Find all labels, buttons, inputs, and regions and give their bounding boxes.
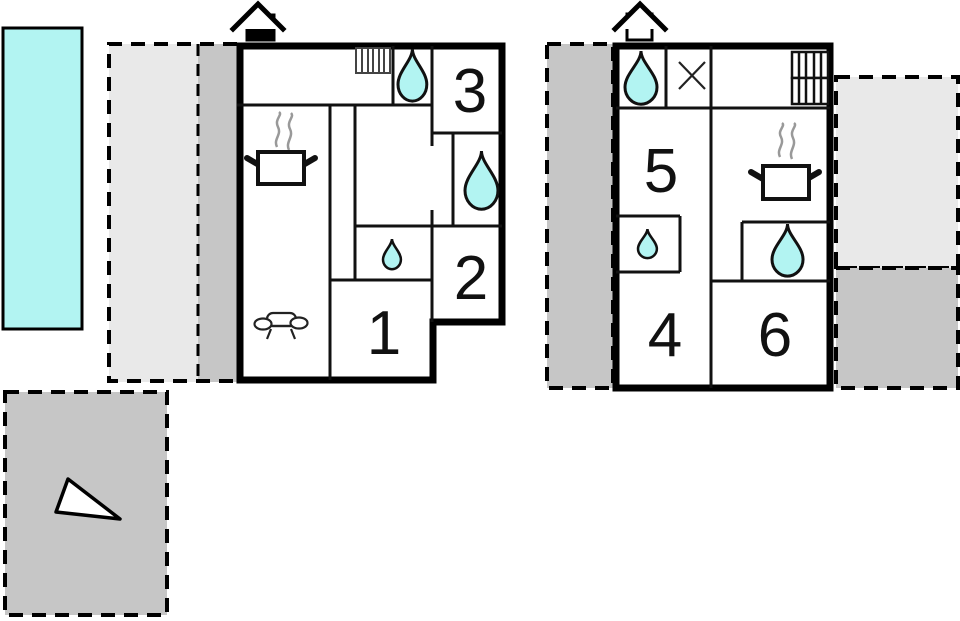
water-drop-icon — [383, 239, 401, 269]
balcony-light-dashed-rect — [834, 75, 960, 270]
room-number-5: 5 — [644, 137, 678, 206]
cooking-pot-icon — [244, 111, 318, 186]
steam-icon — [789, 122, 797, 160]
chimney-right-icon — [611, 0, 669, 42]
building-right-interior-walls — [616, 46, 830, 388]
cooking-pot-icon — [748, 122, 822, 201]
cross-icon — [678, 61, 706, 90]
garden-area — [3, 390, 169, 617]
building-left-interior-walls — [237, 46, 502, 380]
radiator-icon — [355, 47, 391, 74]
water-drop-icon — [398, 49, 427, 101]
water-drop-icon — [625, 51, 657, 104]
chimney-left-icon — [229, 0, 287, 42]
room-number-2: 2 — [454, 244, 488, 313]
water-drop-icon — [638, 229, 657, 258]
water-drop-icon — [465, 151, 498, 209]
steam-icon — [274, 111, 282, 148]
balcony-right-building-east — [834, 75, 960, 390]
terrace-left-light — [109, 44, 198, 382]
terrace-left-dark-strip — [198, 44, 237, 382]
room-number-6: 6 — [758, 301, 792, 370]
north-arrow-icon — [54, 477, 122, 521]
terrace-west-dashed-rect — [545, 42, 615, 390]
radiator-icon — [790, 50, 830, 106]
terrace-left — [107, 42, 237, 383]
steam-icon — [286, 112, 294, 151]
room-number-4: 4 — [648, 301, 682, 370]
sofa-icon — [253, 311, 309, 340]
building-left: 1 2 3 — [236, 42, 506, 384]
swimming-pool — [1, 26, 84, 331]
building-right: 4 5 6 — [612, 42, 834, 392]
terrace-east-dark-dashed-rect — [834, 266, 960, 390]
terrace-left-dashed-border — [107, 42, 237, 383]
water-drop-icon — [772, 224, 803, 276]
room-number-3: 3 — [453, 57, 487, 126]
steam-icon — [777, 122, 785, 158]
terrace-right-building-west — [545, 42, 615, 390]
room-number-1: 1 — [367, 299, 401, 368]
